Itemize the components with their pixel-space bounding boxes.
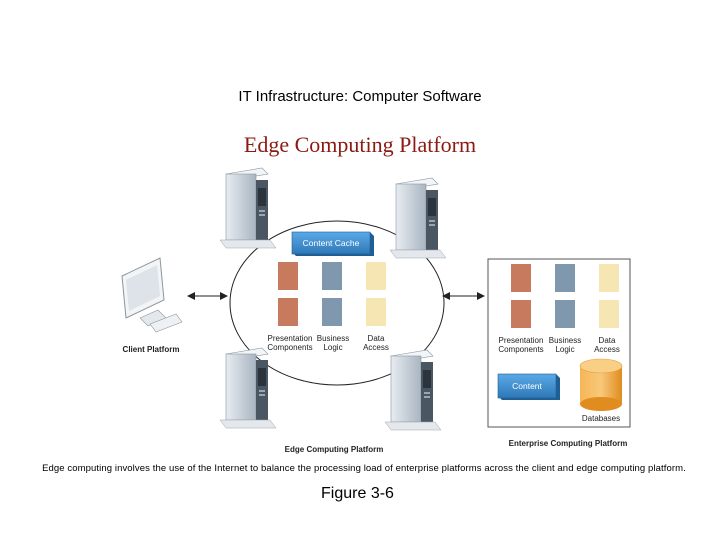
enterprise-presentation-label-1: Presentation — [499, 336, 544, 345]
edge-business-label-2: Logic — [323, 343, 342, 352]
edge-server-bottom-left-icon — [219, 347, 277, 429]
content-cache-label: Content Cache — [303, 238, 360, 248]
edge-presentation-label-2: Components — [267, 343, 312, 352]
content-cache-box: Content Cache — [291, 231, 374, 256]
edge-data-label-2: Access — [363, 343, 389, 352]
enterprise-presentation-label-2: Components — [498, 345, 543, 354]
enterprise-business-label-2: Logic — [555, 345, 574, 354]
client-computer-icon — [121, 257, 183, 333]
edge-server-bottom-right-icon — [384, 349, 442, 431]
slide-header: IT Infrastructure: Computer Software — [238, 88, 482, 105]
enterprise-data-label-1: Data — [599, 336, 616, 345]
figure-number: Figure 3-6 — [321, 485, 394, 502]
content-label: Content — [512, 381, 542, 391]
enterprise-content-box: Content — [497, 373, 560, 400]
edge-platform-label: Edge Computing Platform — [285, 445, 384, 454]
enterprise-platform-label: Enterprise Computing Platform — [509, 439, 628, 448]
edge-business-label-1: Business — [317, 334, 349, 343]
database-icon — [579, 358, 623, 411]
diagram-title: Edge Computing Platform — [243, 132, 477, 157]
edge-presentation-label-1: Presentation — [268, 334, 313, 343]
databases-label: Databases — [582, 414, 620, 423]
edge-server-top-right-icon — [389, 177, 447, 259]
edge-component-blocks — [278, 262, 386, 326]
figure-caption: Edge computing involves the use of the I… — [42, 463, 686, 474]
enterprise-data-label-2: Access — [594, 345, 620, 354]
edge-server-top-left-icon — [219, 167, 277, 249]
edge-data-label-1: Data — [368, 334, 385, 343]
client-platform-label: Client Platform — [123, 345, 180, 354]
enterprise-business-label-1: Business — [549, 336, 581, 345]
internet-ellipse — [229, 220, 445, 386]
